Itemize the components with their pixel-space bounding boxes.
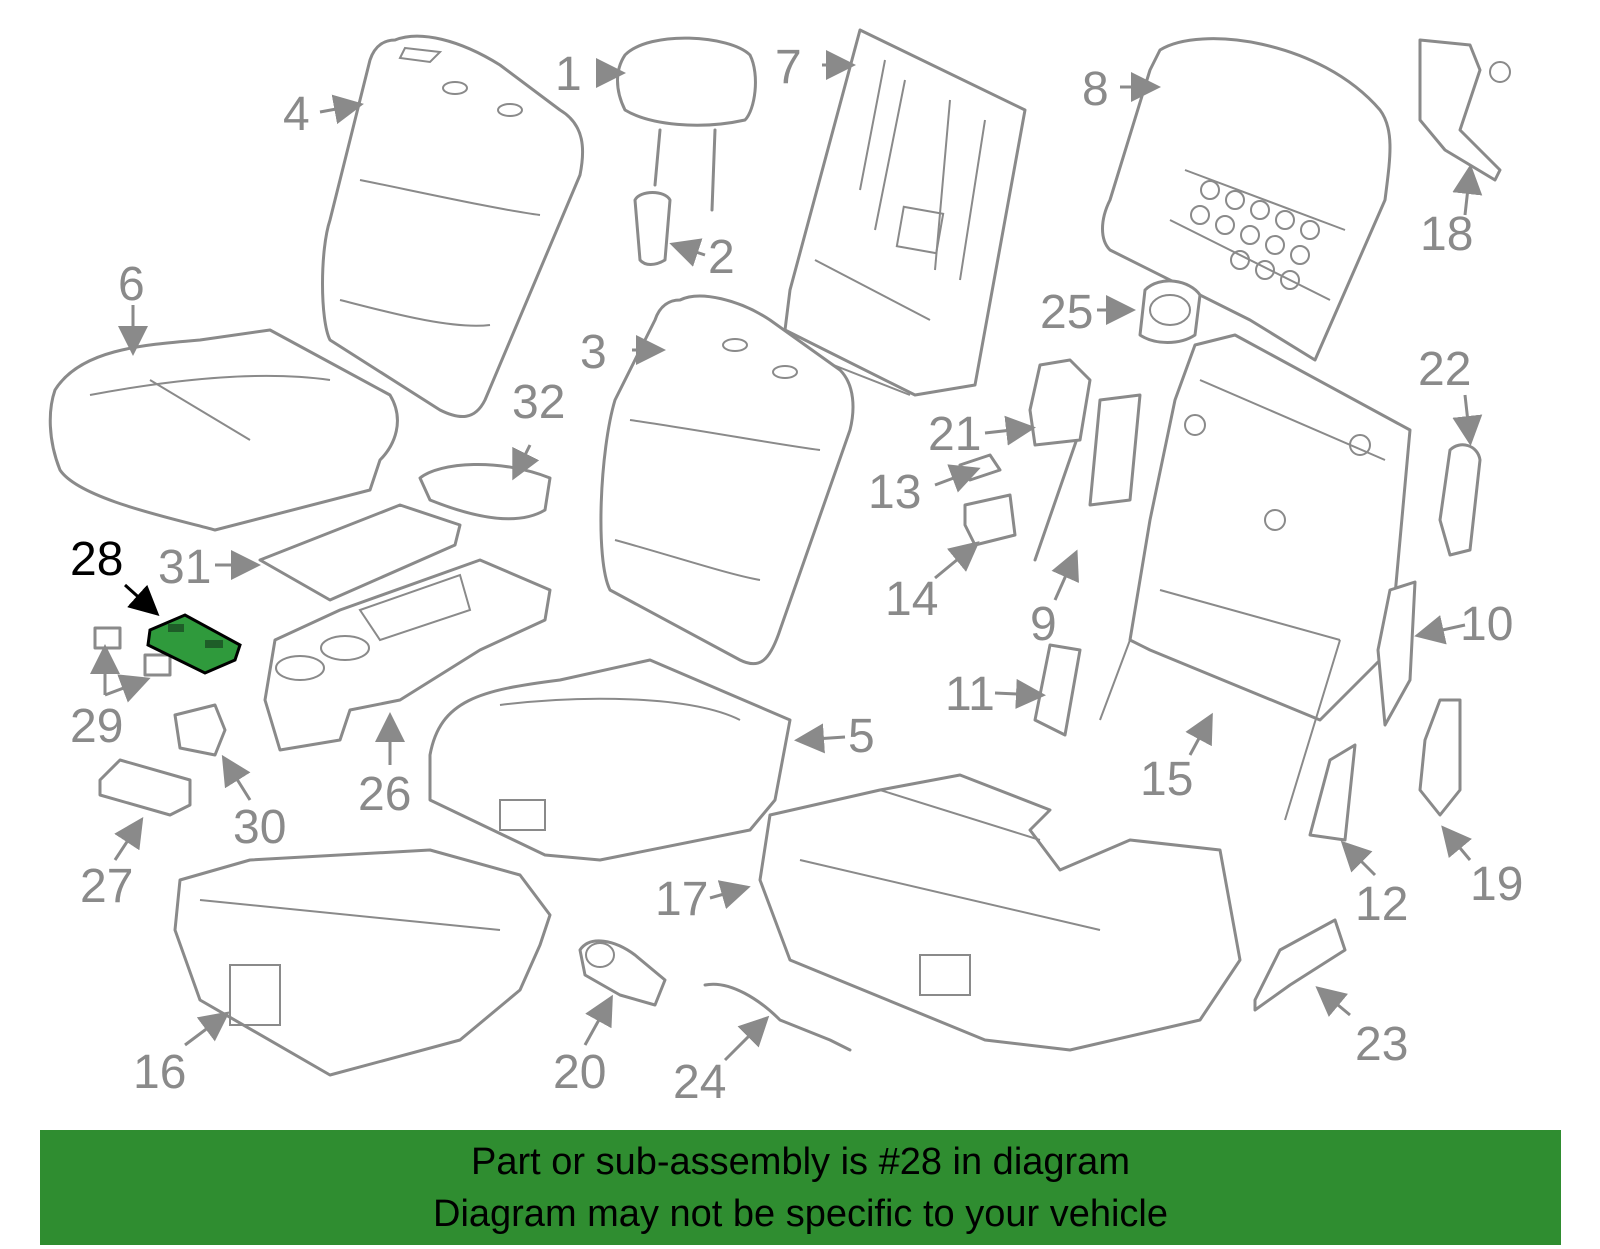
banner-line-1: Part or sub-assembly is #28 in diagram <box>471 1140 1130 1183</box>
part-14-bracket <box>963 493 1017 547</box>
part-9-rod <box>1033 428 1082 562</box>
part-15-seat-frame <box>1099 333 1412 821</box>
callout-labels: 1 2 3 4 5 6 7 8 9 10 11 12 13 14 15 16 1… <box>70 41 1523 1109</box>
callout-32: 32 <box>512 376 565 429</box>
part-3-seat-back <box>599 294 855 666</box>
callout-3: 3 <box>580 326 607 379</box>
part-21-latch <box>1028 358 1092 447</box>
part-4-seat-back <box>321 34 585 419</box>
callout-4: 4 <box>283 88 310 141</box>
part-7-back-panel <box>783 28 1027 397</box>
part-32-lid <box>418 463 552 521</box>
part-16-seat-pan <box>173 848 552 1077</box>
callout-5: 5 <box>848 710 875 763</box>
callout-14: 14 <box>885 573 938 626</box>
callout-10: 10 <box>1460 598 1513 651</box>
part-31-tray <box>258 503 462 602</box>
part-26-console <box>263 558 552 752</box>
callout-7: 7 <box>775 41 802 94</box>
callout-30: 30 <box>233 801 286 854</box>
callout-12: 12 <box>1355 878 1408 931</box>
callout-17: 17 <box>655 873 708 926</box>
part-trim-panel <box>1088 393 1142 507</box>
callout-21: 21 <box>928 408 981 461</box>
part-29-clips <box>93 626 172 677</box>
part-10-cover <box>1376 580 1417 727</box>
part-8-back-frame <box>1101 37 1392 362</box>
callout-22: 22 <box>1418 343 1471 396</box>
callout-1: 1 <box>555 48 582 101</box>
callout-2: 2 <box>708 231 735 284</box>
callout-31: 31 <box>158 541 211 594</box>
part-6-seat-cushion <box>48 328 399 532</box>
callout-24: 24 <box>673 1056 726 1109</box>
part-25-cap <box>1138 279 1202 344</box>
info-banner: Part or sub-assembly is #28 in diagram D… <box>40 1130 1561 1245</box>
part-19-motor <box>1418 698 1462 817</box>
callout-11: 11 <box>945 668 995 721</box>
part-17-seat-pan <box>758 773 1242 1052</box>
callout-19: 19 <box>1470 858 1523 911</box>
part-11-cover <box>1033 643 1082 737</box>
callout-26: 26 <box>358 768 411 821</box>
part-2-headrest-guide <box>633 191 672 266</box>
callout-28[interactable]: 28 <box>70 533 123 586</box>
callout-13: 13 <box>868 466 921 519</box>
part-23-bracket <box>1253 918 1347 1012</box>
part-20-motor <box>578 939 667 1007</box>
callout-27: 27 <box>80 860 133 913</box>
callout-16: 16 <box>133 1046 186 1099</box>
callout-18: 18 <box>1420 208 1473 261</box>
callout-6: 6 <box>118 258 145 311</box>
part-12-cover <box>1308 743 1357 842</box>
callout-20: 20 <box>553 1046 606 1099</box>
callout-23: 23 <box>1355 1018 1408 1071</box>
part-22-buckle <box>1438 443 1482 557</box>
part-27-tray <box>98 758 192 817</box>
callout-8: 8 <box>1082 63 1109 116</box>
callout-9: 9 <box>1030 598 1057 651</box>
banner-line-2: Diagram may not be specific to your vehi… <box>433 1192 1168 1235</box>
part-30-bezel <box>173 703 227 757</box>
part-5-cushion <box>428 658 792 862</box>
part-24-cable <box>703 982 852 1052</box>
callout-15: 15 <box>1140 753 1193 806</box>
callout-arrows <box>90 50 1483 1062</box>
callout-29: 29 <box>70 700 123 753</box>
part-1-headrest <box>616 36 757 212</box>
part-18-adjuster <box>1418 38 1511 182</box>
part-28-highlighted[interactable] <box>146 613 242 675</box>
callout-25: 25 <box>1040 286 1093 339</box>
